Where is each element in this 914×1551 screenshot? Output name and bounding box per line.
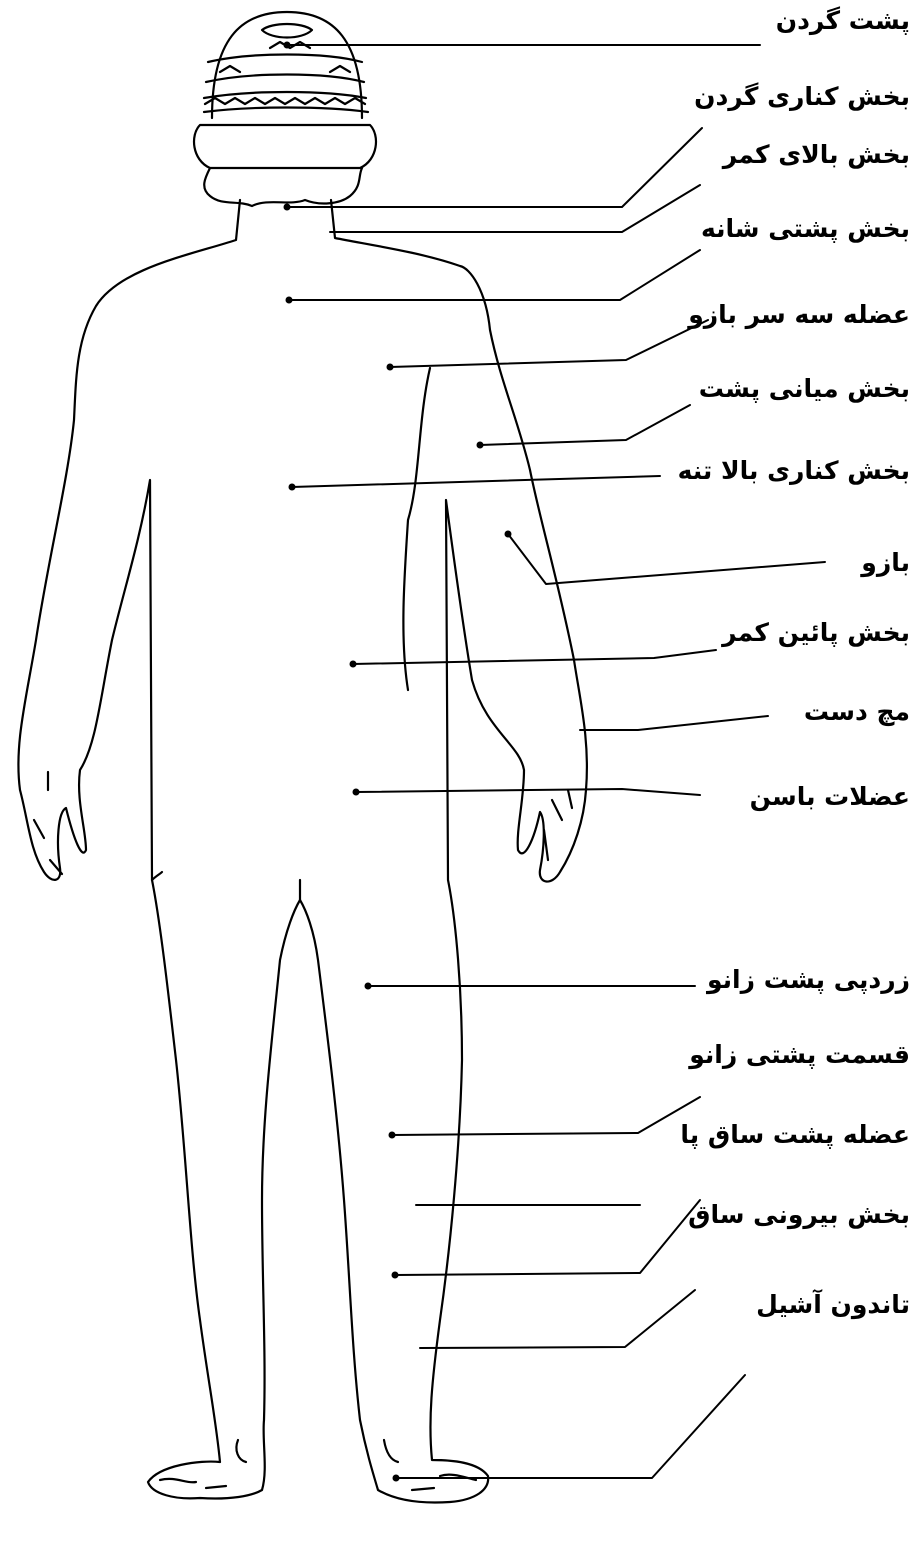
anchor-dot-4 [286, 297, 293, 304]
label-4: بخش پشتی شانه [701, 214, 910, 244]
label-8: بازو [861, 548, 910, 578]
label-10: مچ دست [804, 697, 910, 727]
leader-line-5 [390, 320, 708, 367]
anchor-dot-7 [289, 484, 296, 491]
anchor-dot-12 [365, 983, 372, 990]
ankle-bone-right [384, 1440, 398, 1462]
label-5: عضله سه سر بازو [688, 300, 910, 330]
label-16: تاندون آشیل [756, 1290, 910, 1320]
arm-separation-line [403, 368, 430, 690]
leader-line-16 [420, 1290, 695, 1348]
anchor-dot-6 [477, 442, 484, 449]
right-hand-fingers [544, 790, 572, 860]
ankle-bone-left [236, 1440, 246, 1462]
leader-line-3 [330, 185, 700, 232]
label-7: بخش کناری بالا تنه [678, 456, 910, 486]
label-2: بخش کناری گردن [694, 82, 910, 112]
leader-lines [287, 45, 825, 1478]
right-foot-toes [412, 1475, 476, 1490]
anchor-dot-ankle [393, 1475, 400, 1482]
label-12: زردپی پشت زانو [707, 965, 910, 995]
knit-hat [194, 12, 376, 168]
anchor-dot-11 [353, 789, 360, 796]
hip-crease-left [152, 872, 162, 880]
leader-line-11 [356, 789, 700, 795]
leader-line-9 [353, 650, 716, 664]
label-6: بخش میانی پشت [699, 374, 910, 404]
label-9: بخش پائین کمر [722, 618, 910, 648]
hair [204, 168, 362, 206]
leader-line-6 [480, 405, 690, 445]
label-11: عضلات باسن [750, 782, 910, 812]
label-13: قسمت پشتی زانو [689, 1040, 910, 1070]
leader-line-10 [580, 716, 768, 730]
anchor-dots [284, 42, 512, 1482]
left-foot-toes [160, 1479, 226, 1488]
body-outline [18, 200, 587, 1503]
anchor-dot-9 [350, 661, 357, 668]
leader-line-4 [289, 250, 700, 300]
leader-line-13 [392, 1097, 700, 1135]
leader-line-ankle [396, 1375, 745, 1478]
anchor-dot-13 [389, 1132, 396, 1139]
anchor-dot-15 [392, 1272, 399, 1279]
anchor-dot-5 [387, 364, 394, 371]
label-14: عضله پشت ساق پا [680, 1120, 910, 1150]
leader-line-15 [395, 1200, 700, 1275]
label-3: بخش بالای کمر [723, 140, 910, 170]
leader-line-7 [292, 476, 660, 487]
label-15: بخش بیرونی ساق [688, 1200, 910, 1230]
anchor-dot-2 [284, 204, 291, 211]
label-1: پشت گردن [776, 6, 910, 36]
anchor-dot-8 [505, 531, 512, 538]
anchor-dot-1 [284, 42, 291, 49]
